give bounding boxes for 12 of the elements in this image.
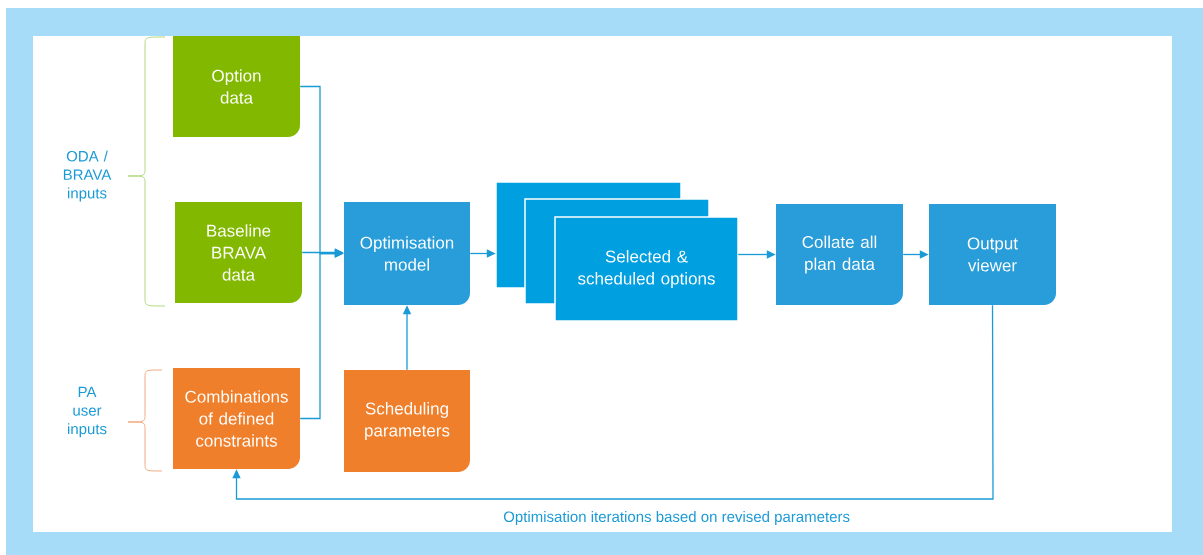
process-box: Combinations of defined constraints <box>173 368 300 469</box>
group-label: PA user inputs <box>68 386 107 438</box>
process-box: Scheduling parameters <box>344 370 470 472</box>
process-box: Option data <box>173 36 300 137</box>
process-box: Output viewer <box>929 204 1056 305</box>
process-box: Baseline BRAVA data <box>175 202 302 303</box>
edge-label: Optimisation iterations based on revised parameters <box>502 510 852 526</box>
process-box: Optimisation model <box>344 202 470 305</box>
group-label: ODA / BRAVA inputs <box>63 150 112 202</box>
process-box: Collate all plan data <box>776 204 903 305</box>
arrow <box>232 304 994 500</box>
process-box: Selected & scheduled options <box>554 216 739 322</box>
